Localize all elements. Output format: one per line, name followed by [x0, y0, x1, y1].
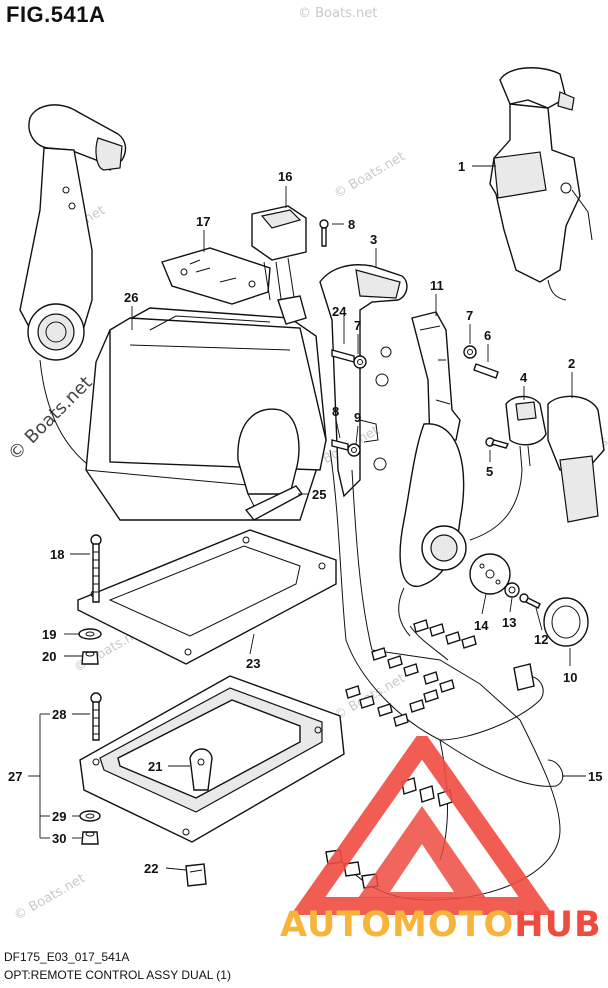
callout-18: 18 [50, 547, 64, 562]
callout-27: 27 [8, 769, 22, 784]
screw-8-top [319, 219, 329, 247]
screw-18 [90, 534, 102, 603]
washer-29 [79, 810, 101, 822]
plate-14 [469, 553, 511, 595]
callout-16: 16 [278, 169, 292, 184]
bracket-17 [161, 247, 271, 305]
callout-26: 26 [124, 290, 138, 305]
figure-description: OPT:REMOTE CONTROL ASSY DUAL (1) [4, 968, 231, 982]
nut-30 [81, 831, 99, 845]
cap-2 [547, 395, 605, 523]
callout-5: 5 [486, 464, 493, 479]
callout-10: 10 [563, 670, 577, 685]
bolt-6 [463, 345, 499, 379]
cover-26 [85, 307, 327, 521]
figure-title: FIG.541A [6, 2, 106, 27]
callout-8b: 8 [332, 404, 339, 419]
callout-29: 29 [52, 809, 66, 824]
callout-11: 11 [430, 278, 444, 293]
cap-10 [543, 597, 589, 647]
lever-11 [398, 311, 467, 637]
screw-28 [90, 692, 102, 741]
figure-code: DF175_E03_017_541A [4, 950, 130, 964]
callout-8: 8 [348, 217, 355, 232]
switch-4 [469, 395, 547, 541]
screw-5 [485, 437, 510, 449]
callout-13: 13 [502, 615, 516, 630]
callout-12: 12 [534, 632, 548, 647]
leader-lines [28, 165, 586, 871]
callout-4: 4 [520, 370, 528, 385]
screw-12 [519, 593, 541, 609]
logo-text-part2: HUB [514, 905, 602, 945]
logo-text-part1: AUTOMOTO [280, 905, 515, 945]
callout-1: 1 [458, 159, 465, 174]
switch-16 [251, 205, 307, 325]
callout-24: 24 [332, 304, 347, 319]
automotohub-logo-text: AUTOMOTOHUB [280, 905, 602, 945]
watermark: © Boats.net [298, 6, 378, 21]
callout-30: 30 [52, 831, 66, 846]
callout-3: 3 [370, 232, 377, 247]
base-27 [79, 675, 345, 843]
screw-8-mid [331, 439, 361, 457]
plate-23 [77, 529, 337, 665]
automotohub-logo-mark [290, 736, 554, 915]
callout-17: 17 [196, 214, 210, 229]
washer-13 [504, 582, 520, 598]
callout-25: 25 [312, 487, 326, 502]
control-handle-left [19, 104, 127, 479]
callout-6: 6 [484, 328, 491, 343]
callout-7b: 7 [466, 308, 473, 323]
callout-23: 23 [246, 656, 260, 671]
bracket-3 [319, 264, 408, 498]
bolt-24 [331, 349, 367, 369]
callout-28: 28 [52, 707, 66, 722]
callout-20: 20 [42, 649, 56, 664]
nut-20 [81, 651, 99, 665]
callout-14: 14 [474, 618, 489, 633]
remote-control-1 [489, 67, 593, 301]
clip-21 [189, 748, 213, 791]
callout-22: 22 [144, 861, 158, 876]
washer-19 [78, 628, 102, 640]
callout-labels: 1 2 3 4 5 6 7 7 8 8 9 10 11 12 13 14 15 … [8, 159, 602, 876]
callout-9: 9 [354, 410, 361, 425]
callout-21: 21 [148, 759, 162, 774]
callout-7: 7 [354, 318, 361, 333]
callout-19: 19 [42, 627, 56, 642]
callout-15: 15 [588, 769, 602, 784]
clip-22 [185, 863, 207, 887]
callout-2: 2 [568, 356, 575, 371]
